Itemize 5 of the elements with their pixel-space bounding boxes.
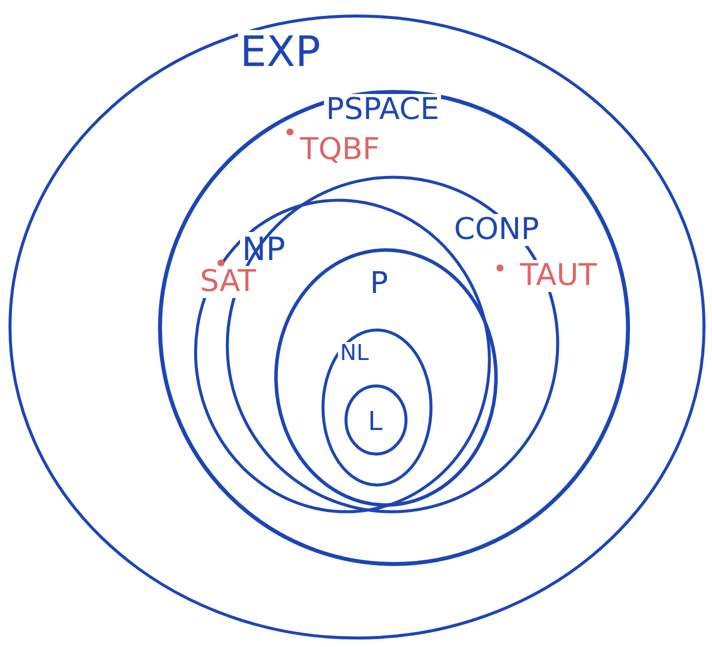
set-ellipse [322, 328, 432, 486]
set-ellipse [158, 90, 630, 566]
problem-label: TAUT [518, 260, 599, 292]
set-ellipse [8, 14, 706, 640]
set-ellipse [344, 384, 408, 456]
